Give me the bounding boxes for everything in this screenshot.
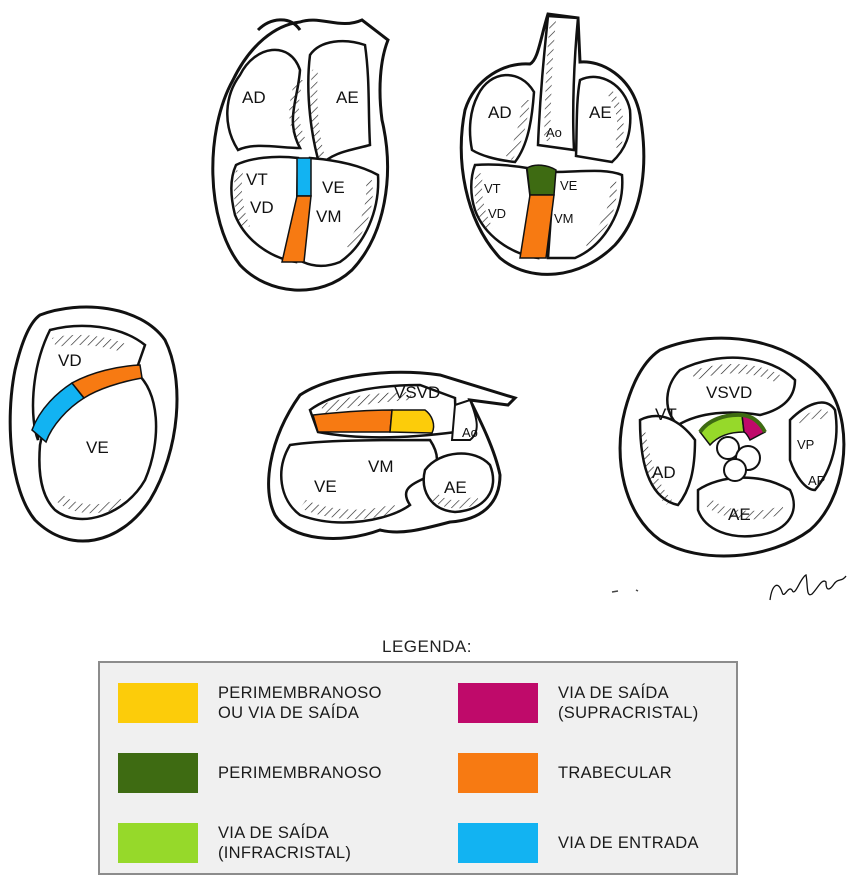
legend-item-inlet: VIA DE ENTRADA bbox=[458, 823, 699, 863]
artist-signature bbox=[612, 575, 846, 600]
legend-label-perimembranous: PERIMEMBRANOSO bbox=[218, 763, 382, 783]
legend-title: LEGENDA: bbox=[0, 637, 854, 657]
label-vd: VD bbox=[250, 198, 274, 217]
legend-swatch-perimembranous bbox=[118, 753, 198, 793]
legend-swatch-inlet bbox=[458, 823, 538, 863]
label-vm-2: VM bbox=[554, 211, 574, 226]
label-vt-3: VT bbox=[655, 405, 677, 424]
label-vm: VM bbox=[316, 207, 342, 226]
label-vt: VT bbox=[246, 170, 268, 189]
basal-short-axis-view-diagram: VSVD VT AD VP AP AE bbox=[620, 338, 844, 556]
label-ao-2: Ao bbox=[462, 425, 478, 440]
legend-label-trabecular: TRABECULAR bbox=[558, 763, 672, 783]
legend-swatch-outlet bbox=[118, 683, 198, 723]
legend-item-trabecular: TRABECULAR bbox=[458, 753, 672, 793]
septum-perimembranous-segment bbox=[527, 165, 556, 195]
long-axis-view-diagram: VSVD Ao VE VM AE bbox=[269, 372, 515, 538]
legend-item-supracristal: VIA DE SAÍDA (SUPRACRISTAL) bbox=[458, 683, 699, 723]
legend-swatch-trabecular bbox=[458, 753, 538, 793]
label-ae-4: AE bbox=[728, 505, 751, 524]
legend-box: PERIMEMBRANOSO OU VIA DE SAÍDA VIA DE SA… bbox=[98, 661, 738, 875]
label-vt-2: VT bbox=[484, 181, 501, 196]
legend-label-outlet: PERIMEMBRANOSO OU VIA DE SAÍDA bbox=[218, 683, 382, 723]
legend-item-infracristal: VIA DE SAÍDA (INFRACRISTAL) bbox=[118, 823, 351, 863]
legend-label-inlet: VIA DE ENTRADA bbox=[558, 833, 699, 853]
label-ae-3: AE bbox=[444, 478, 467, 497]
label-ve: VE bbox=[322, 178, 345, 197]
label-ao: Ao bbox=[546, 125, 562, 140]
septum-trabecular-segment-4 bbox=[313, 410, 392, 432]
legend-item-outlet: PERIMEMBRANOSO OU VIA DE SAÍDA bbox=[118, 683, 382, 723]
label-vp: VP bbox=[797, 437, 814, 452]
legend-swatch-supracristal bbox=[458, 683, 538, 723]
label-vd-3: VD bbox=[58, 351, 82, 370]
label-ve-2: VE bbox=[560, 178, 578, 193]
label-ap: AP bbox=[808, 473, 825, 488]
legend-item-perimembranous: PERIMEMBRANOSO bbox=[118, 753, 382, 793]
heart-diagrams-figure: AD AE VT VD VE VM AD AE Ao VT VD VE VM bbox=[0, 0, 854, 640]
four-chamber-view-diagram: AD AE VT VD VE VM bbox=[213, 20, 388, 290]
label-vsvd-2: VSVD bbox=[706, 383, 752, 402]
label-vsvd: VSVD bbox=[394, 383, 440, 402]
septum-inlet-segment bbox=[297, 158, 311, 196]
legend-swatch-infracristal bbox=[118, 823, 198, 863]
short-axis-view-diagram: VD VE bbox=[10, 307, 177, 541]
label-ad: AD bbox=[242, 88, 266, 107]
label-ae-2: AE bbox=[589, 103, 612, 122]
septum-outlet-segment bbox=[390, 410, 434, 433]
legend-label-supracristal: VIA DE SAÍDA (SUPRACRISTAL) bbox=[558, 683, 699, 723]
label-ae: AE bbox=[336, 88, 359, 107]
label-ad-3: AD bbox=[652, 463, 676, 482]
label-vm-3: VM bbox=[368, 457, 394, 476]
label-ve-4: VE bbox=[314, 477, 337, 496]
label-ve-3: VE bbox=[86, 438, 109, 457]
legend-label-infracristal: VIA DE SAÍDA (INFRACRISTAL) bbox=[218, 823, 351, 863]
label-vd-2: VD bbox=[488, 206, 506, 221]
five-chamber-view-diagram: AD AE Ao VT VD VE VM bbox=[461, 14, 643, 274]
label-ad-2: AD bbox=[488, 103, 512, 122]
